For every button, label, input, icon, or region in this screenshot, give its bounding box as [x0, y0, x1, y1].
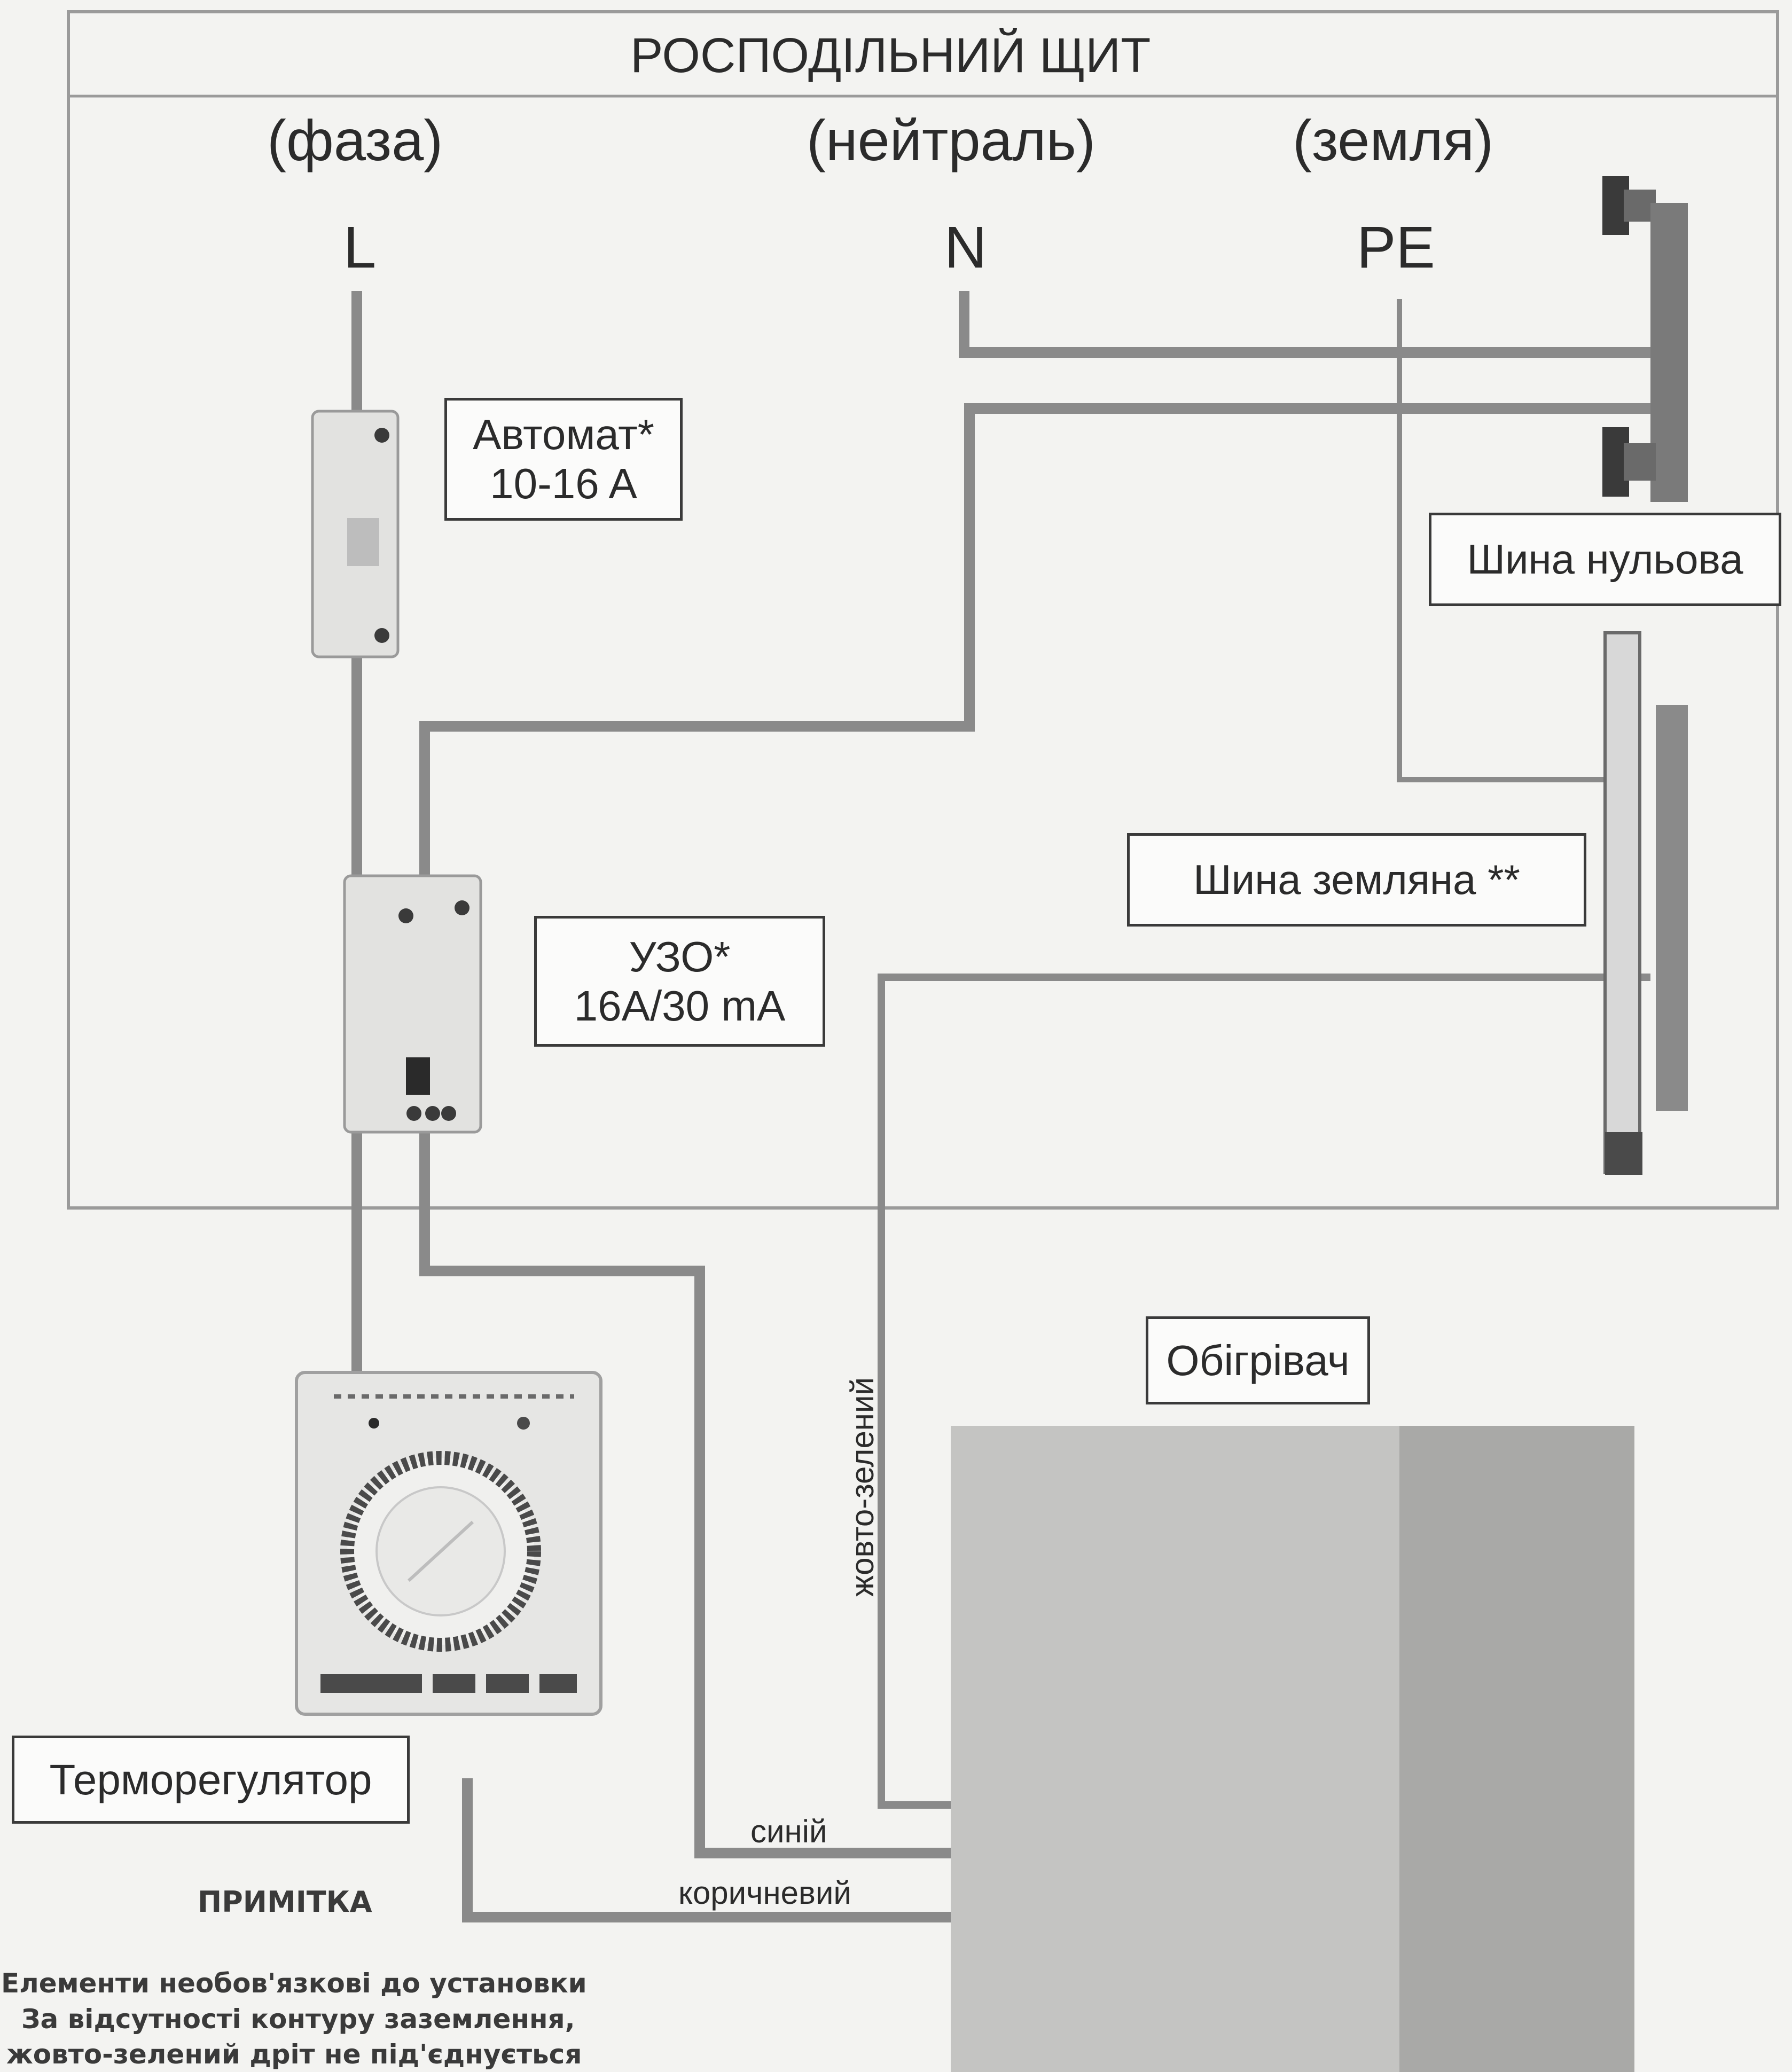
neutral-wire-to-rcd	[419, 403, 1656, 897]
neutral-bus-bar	[1602, 176, 1688, 502]
breaker-label-line1: Автомат*	[473, 411, 654, 458]
note-title: ПРИМІТКА	[198, 1885, 372, 1919]
neutral-wire-to-bus	[959, 291, 1656, 358]
heater-label-box: Обігрівач	[1146, 1316, 1370, 1404]
earth-bus-label: Шина земляна **	[1193, 856, 1520, 903]
thermostat-label: Терморегулятор	[49, 1755, 372, 1803]
breaker-label-box: Автомат* 10-16 A	[444, 398, 683, 521]
rcd-label-line1: УЗО*	[629, 932, 731, 980]
distribution-panel-frame	[67, 10, 1779, 1210]
rcd-device	[343, 874, 482, 1134]
neutral-terminal: N	[944, 215, 987, 280]
note-line1: Елементи необов'язкові до установки	[1, 1968, 587, 1999]
breaker-label-line2: 10-16 A	[490, 460, 637, 507]
rcd-label-line2: 16A/30 mA	[574, 982, 786, 1030]
brown-wire-label: коричневий	[678, 1875, 851, 1911]
phase-terminal: L	[343, 215, 377, 280]
neutral-label: (нейтраль)	[807, 108, 1095, 172]
earth-bus-bar	[1603, 631, 1688, 1175]
brown-wire	[462, 1778, 972, 1922]
earth-label: (земля)	[1293, 108, 1494, 172]
thermostat-label-box: Терморегулятор	[12, 1736, 410, 1824]
phase-label: (фаза)	[267, 108, 443, 172]
panel-title: РОСПОДІЛЬНИЙ ЩИТ	[630, 28, 1151, 83]
rcd-label-box: УЗО* 16A/30 mA	[534, 916, 825, 1047]
yellow-green-wire	[878, 974, 1650, 1809]
note-line3: жовто-зелений дріт не під'єднується	[6, 2039, 582, 2070]
earth-terminal: PE	[1357, 215, 1435, 280]
earth-wire-to-bus	[1397, 299, 1634, 782]
neutral-bus-label-box: Шина нульова	[1429, 513, 1781, 606]
neutral-bus-label: Шина нульова	[1467, 535, 1743, 583]
blue-wire-label: синій	[750, 1814, 827, 1849]
circuit-breaker	[311, 410, 400, 658]
earth-bus-label-box: Шина земляна **	[1127, 833, 1586, 927]
blue-wire	[419, 1111, 972, 1858]
heater-label: Обігрівач	[1166, 1336, 1350, 1384]
thermostat-device	[295, 1371, 602, 1716]
heater-unit	[951, 1426, 1634, 2072]
yellow-green-wire-label: жовто-зелений	[844, 1377, 880, 1597]
note-line2: За відсутності контуру заземлення,	[21, 2004, 575, 2035]
